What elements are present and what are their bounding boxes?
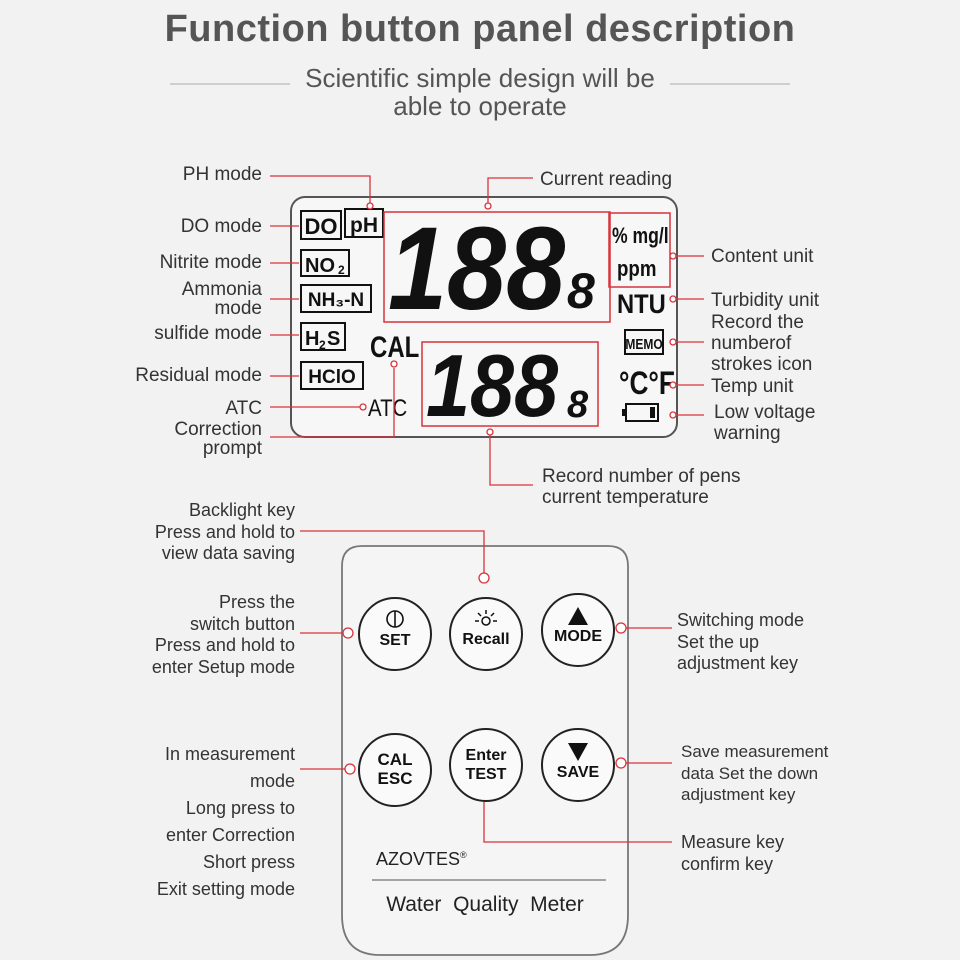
second-reading-digits: 188 [426, 336, 559, 435]
label-switch-key: Press the switch button Press and hold t… [151, 592, 295, 677]
lcd-mode-h2s: H 2 S [300, 322, 346, 352]
h2s-box-sub: 2 [319, 338, 326, 352]
lcd-mode-ph: pH [344, 208, 384, 238]
do-box-text: DO [305, 214, 338, 239]
label-ammonia-mode: Ammonia mode [181, 279, 262, 319]
main-reading-box [383, 211, 611, 323]
main-reading-decimal: 8 [567, 263, 595, 319]
esc-button-label: ESC [377, 769, 413, 788]
label-content-unit: Content unit [711, 246, 814, 267]
main-reading-digits: 188 [388, 202, 566, 334]
recall-button-label: Recall [462, 631, 510, 648]
lcd-atc-text: ATC [368, 394, 407, 421]
hclo-box-text: HClO [308, 367, 356, 388]
lcd-mode-do: DO [300, 210, 342, 240]
label-ph-mode: PH mode [182, 164, 262, 185]
set-button-label: SET [379, 632, 411, 649]
label-low-voltage: Low voltage warning [714, 402, 816, 444]
sun-icon [475, 610, 497, 626]
page-subtitle: Scientific simple design will be able to… [305, 63, 655, 121]
brand-mark: ® [460, 850, 467, 860]
cal-button-label: CAL [377, 750, 413, 769]
lcd-mode-nh3: NH₃-N [300, 284, 372, 313]
content-unit-box [608, 212, 671, 288]
label-temp-unit: Temp unit [711, 376, 794, 397]
lcd-leader-dots [359, 202, 677, 436]
power-icon [386, 610, 404, 628]
label-record-strokes: Record the numberof strokes icon [711, 312, 813, 375]
recall-button[interactable]: Recall [449, 597, 523, 671]
label-turbidity-unit: Turbidity unit [711, 290, 820, 311]
key-leader-lines [300, 530, 672, 843]
test-button-label: TEST [465, 766, 507, 783]
brand-text: AZOVTES [376, 849, 461, 869]
memo-icon: MEMO [624, 329, 664, 355]
enter-test-button[interactable]: Enter TEST [449, 728, 523, 802]
lcd-leader-lines [270, 175, 704, 486]
label-do-mode: DO mode [180, 216, 262, 237]
up-triangle-icon [568, 607, 588, 625]
save-button-label: SAVE [556, 764, 600, 781]
no2-box-sub: 2 [338, 263, 345, 277]
label-cal-key: In measurement mode Long press to enter … [156, 744, 295, 899]
label-backlight-key: Backlight key Press and hold to view dat… [154, 500, 295, 563]
brand-name: AZOVTES® [376, 849, 467, 870]
lcd-mode-no2: NO 2 [300, 249, 350, 277]
unit-ppm-text: ppm [617, 258, 656, 282]
label-atc: ATC [225, 398, 262, 419]
ph-box-text: pH [350, 214, 378, 237]
set-button[interactable]: SET [358, 597, 432, 671]
down-triangle-icon [568, 743, 588, 761]
label-correction-prompt: Correction prompt [174, 419, 262, 459]
enter-button-label: Enter [465, 747, 507, 764]
no2-box-text: NO [305, 255, 335, 277]
ntu-text: NTU [617, 290, 666, 320]
temp-units-text: °C°F [619, 367, 675, 402]
label-mode-key: Switching mode Set the up adjustment key [677, 610, 805, 673]
label-record-pens: Record number of pens current temperatur… [542, 466, 741, 508]
second-reading-box [421, 341, 599, 427]
page-title: Function button panel description [164, 8, 796, 50]
label-nitrite-mode: Nitrite mode [159, 252, 262, 273]
unit-percent-text: % mg/l [612, 224, 669, 248]
product-name: Water Quality Meter [386, 893, 584, 916]
label-current-reading: Current reading [540, 169, 673, 190]
lcd-mode-hclo: HClO [300, 361, 364, 390]
key-leader-dots [342, 572, 627, 800]
mode-button-label: MODE [554, 628, 602, 645]
subtitle-rule-right [670, 83, 790, 85]
cal-esc-button[interactable]: CAL ESC [358, 733, 432, 807]
subtitle-rule-left [170, 83, 290, 85]
battery-icon [622, 403, 659, 422]
h2s-box-s: S [327, 328, 340, 350]
label-save-key: Save measurement data Set the down adjus… [681, 742, 829, 804]
label-enter-key: Measure key confirm key [681, 832, 785, 874]
h2s-box-h: H [305, 328, 319, 350]
lcd-cal-text: CAL [370, 329, 419, 363]
second-reading-decimal: 8 [567, 384, 589, 426]
lcd-screen [290, 196, 678, 438]
memo-text: MEMO [625, 336, 662, 353]
nh3-box-text: NH₃-N [308, 290, 364, 311]
mode-button[interactable]: MODE [541, 593, 615, 667]
label-residual-mode: Residual mode [135, 365, 262, 386]
save-button[interactable]: SAVE [541, 728, 615, 802]
label-sulfide-mode: sulfide mode [154, 323, 262, 344]
